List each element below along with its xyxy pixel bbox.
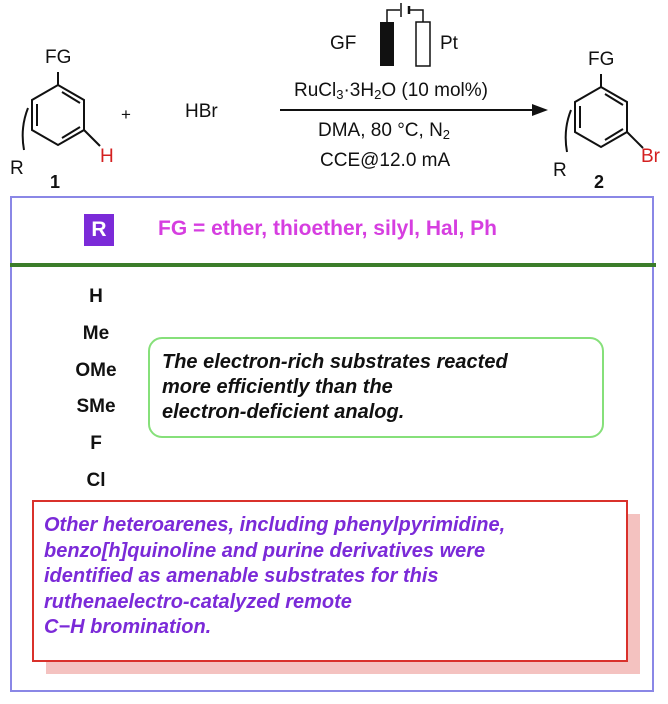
product-benzene-ring: [574, 74, 644, 149]
reactant-benzene-ring: [31, 72, 101, 147]
reactant-fg-label: FG: [45, 47, 72, 68]
note-line: C−H bromination.: [44, 616, 212, 638]
reagent-hbr: HBr: [185, 101, 218, 122]
r-group-item: Cl: [86, 470, 106, 491]
electrode-cell: [380, 3, 431, 67]
product-r-bond: [564, 109, 572, 153]
scope-box: [10, 196, 654, 692]
reaction-arrow: [280, 104, 548, 116]
note-line: benzo[h]quinoline and purine derivatives…: [44, 539, 486, 562]
fg-scope-text: FG = ether, thioether, silyl, Hal, Ph: [158, 217, 498, 240]
r-group-item: OMe: [75, 360, 117, 381]
note-line: more efficiently than the: [162, 376, 393, 398]
electron-rich-note: The electron-rich substrates reacted mor…: [148, 337, 604, 438]
condition-solvent-temp: DMA, 80 °C, N2: [318, 120, 451, 142]
reactant-h-label: H: [100, 146, 114, 167]
note-line: electron-deficient analog.: [162, 401, 405, 423]
header-divider: [10, 263, 656, 267]
anode-label: GF: [330, 33, 357, 54]
product-compound-number: 2: [594, 172, 605, 192]
r-badge: R: [84, 214, 114, 246]
plus-sign: +: [121, 105, 131, 124]
product-fg-label: FG: [588, 49, 615, 70]
reactant-r-label: R: [10, 158, 24, 179]
note-line: ruthenaelectro-catalyzed remote: [44, 590, 352, 613]
condition-current: CCE@12.0 mA: [320, 150, 451, 171]
reactant-r-bond: [21, 107, 29, 151]
reactant-compound-number: 1: [50, 172, 61, 192]
product-r-label: R: [553, 160, 567, 181]
r-group-item: Me: [82, 323, 110, 344]
product-br-label: Br: [641, 146, 660, 167]
r-group-item: F: [90, 433, 102, 454]
note-line: The electron-rich substrates reacted: [162, 351, 508, 373]
r-group-item: SMe: [76, 396, 116, 417]
r-group-item: H: [89, 286, 103, 307]
heteroarene-note: Other heteroarenes, including phenylpyri…: [32, 500, 628, 662]
note-line: Other heteroarenes, including phenylpyri…: [44, 514, 506, 536]
cathode-label: Pt: [440, 33, 458, 54]
reaction-scheme-graphics: [21, 3, 644, 153]
note-line: identified as amenable substrates for th…: [44, 565, 439, 587]
condition-catalyst: RuCl3·3H2O (10 mol%): [294, 80, 488, 102]
